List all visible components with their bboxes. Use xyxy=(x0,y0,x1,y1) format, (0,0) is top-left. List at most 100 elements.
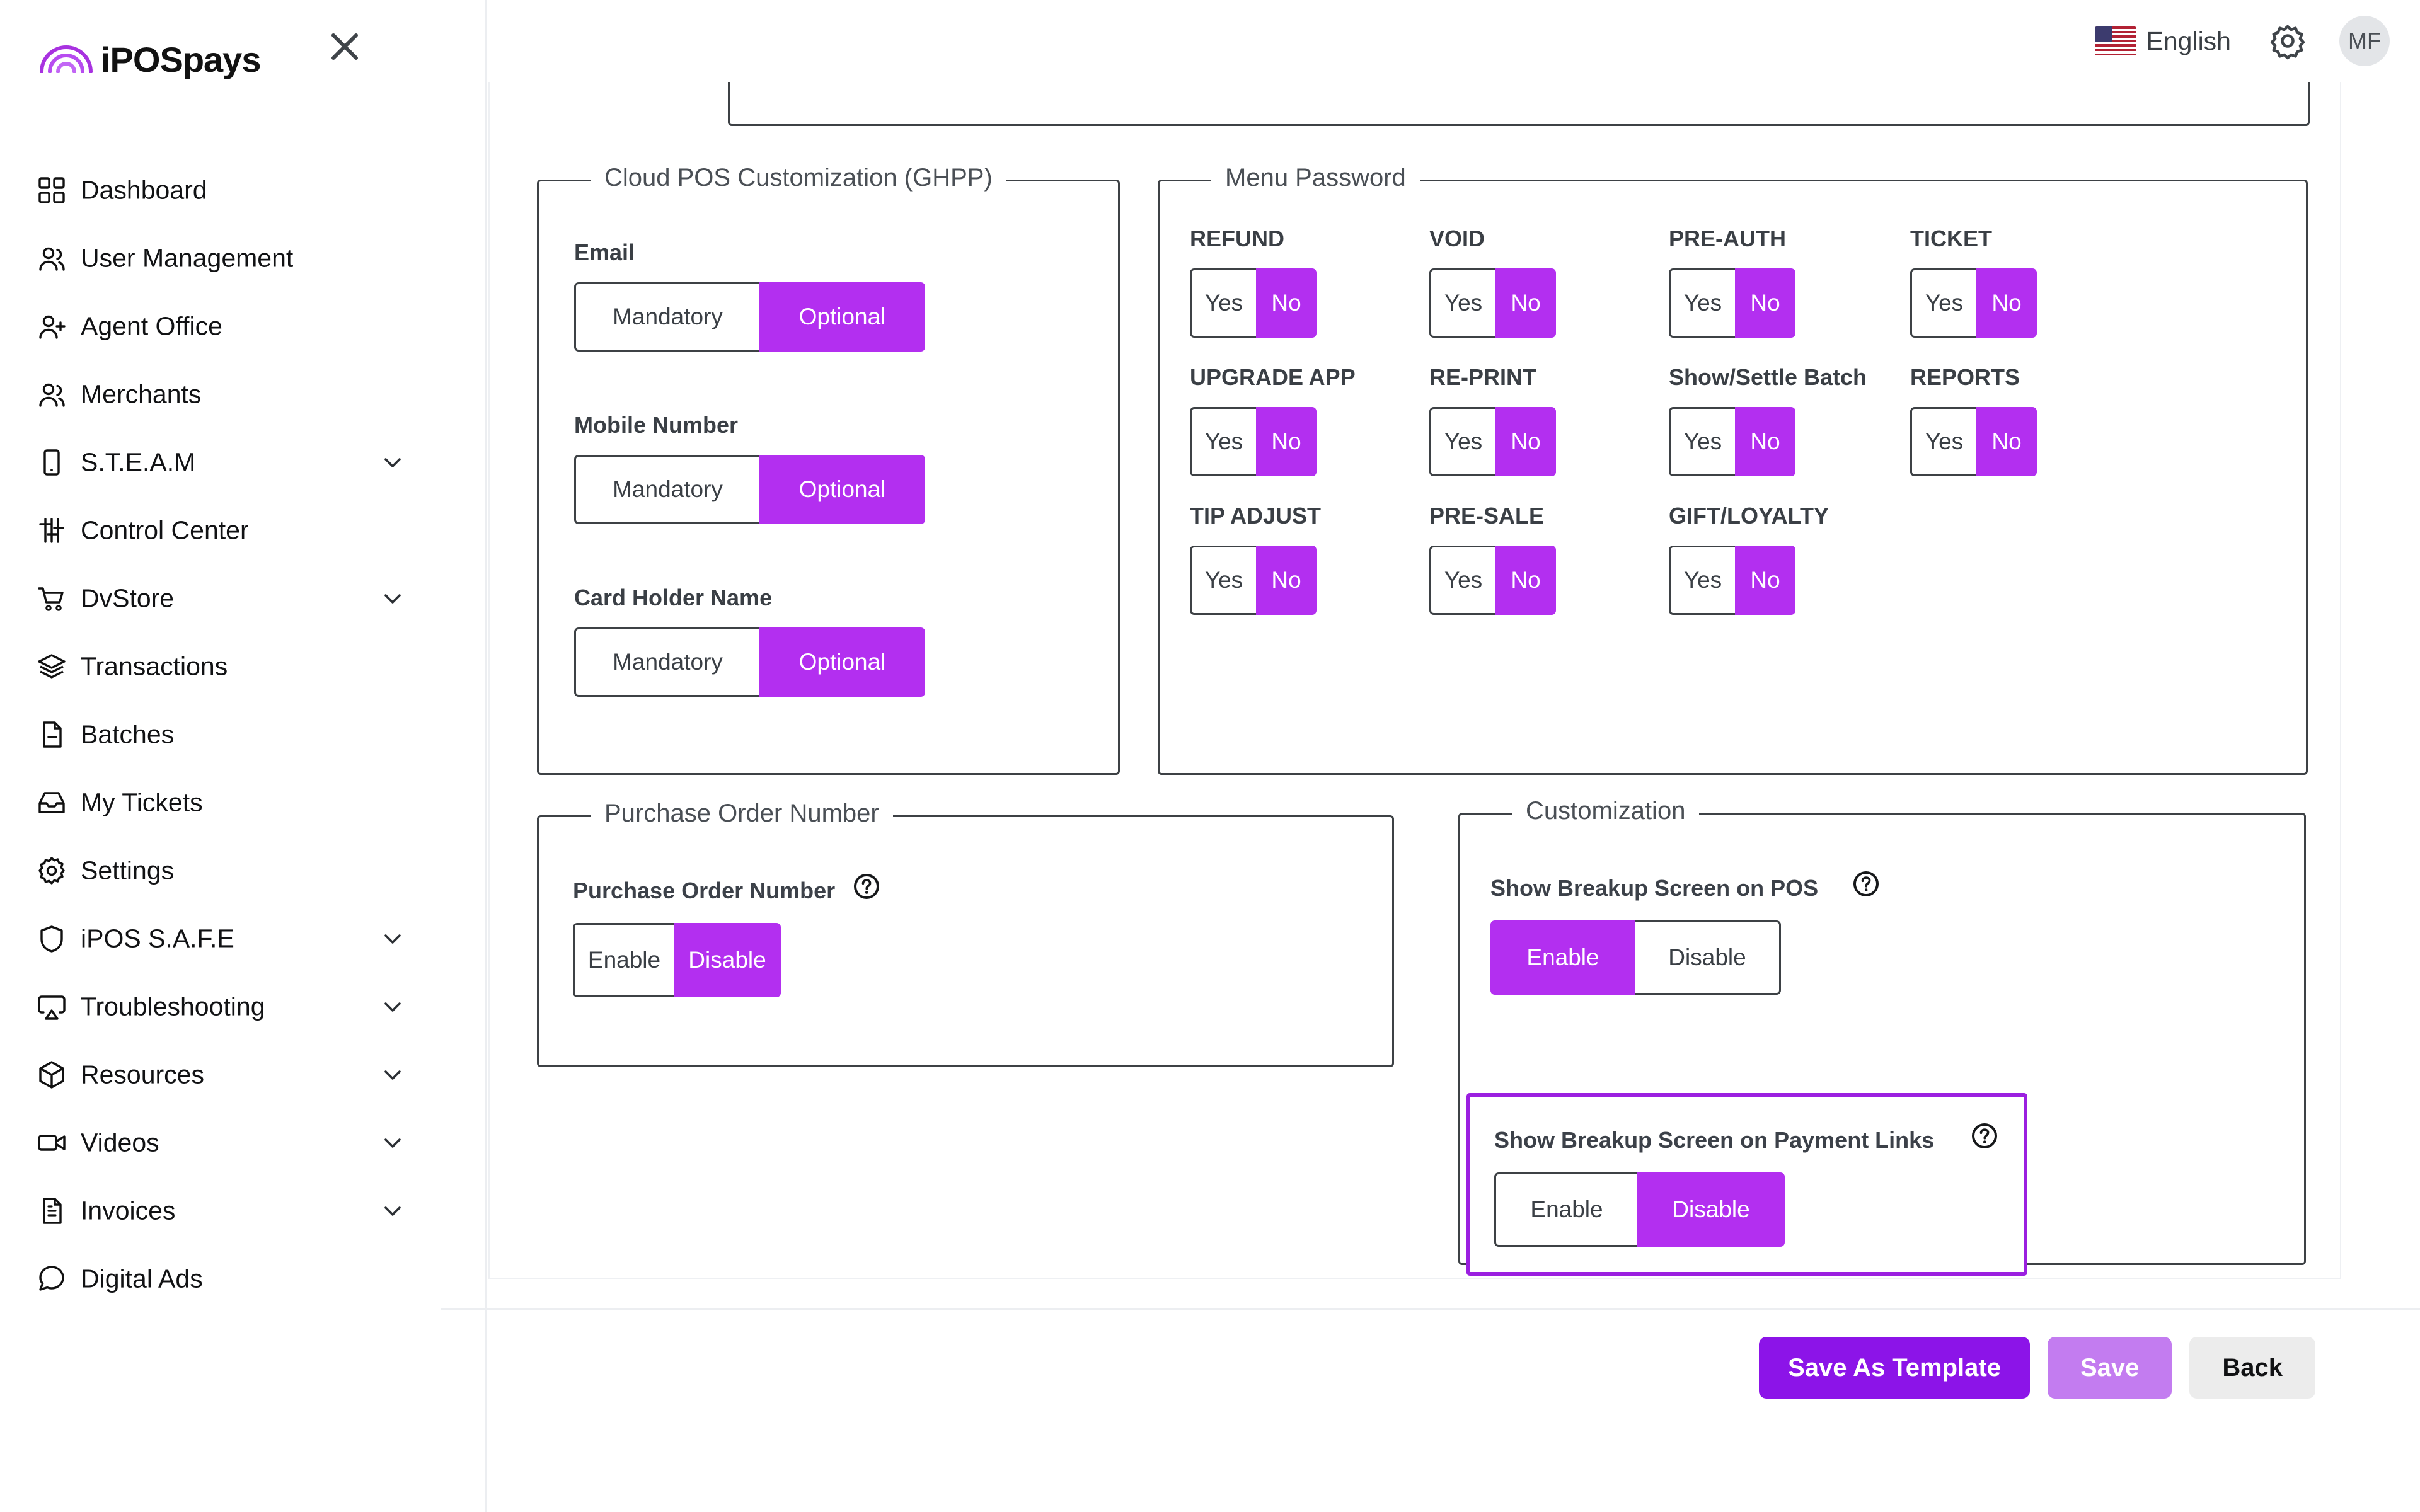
toggle-card-holder-name-optional[interactable]: Optional xyxy=(759,627,925,697)
toggle-mobile-number-optional[interactable]: Optional xyxy=(759,455,925,524)
brand-name: iPOSpays xyxy=(101,40,261,79)
toggle-re-print-no[interactable]: No xyxy=(1495,407,1556,476)
chevron-down-icon[interactable] xyxy=(381,450,405,474)
sidebar-item-videos[interactable]: Videos xyxy=(0,1109,487,1177)
sidebar-item-troubleshooting[interactable]: Troubleshooting xyxy=(0,973,487,1041)
toggle-mobile-number-mandatory[interactable]: Mandatory xyxy=(574,455,761,524)
chevron-down-icon[interactable] xyxy=(381,1199,405,1223)
cart-icon xyxy=(36,583,67,614)
group-title-purchase-order: Purchase Order Number xyxy=(591,799,893,828)
user-plus-icon xyxy=(36,311,67,342)
main-content-card: Cloud POS Customization (GHPP) Email Man… xyxy=(488,82,2341,1279)
save-as-template-button[interactable]: Save As Template xyxy=(1759,1337,2030,1399)
toggle-upgrade-app-no[interactable]: No xyxy=(1256,407,1317,476)
toggle-purchase-order-enable[interactable]: Enable xyxy=(573,923,676,997)
back-button[interactable]: Back xyxy=(2189,1337,2315,1399)
label-re-print: RE-PRINT xyxy=(1429,364,1536,390)
toggle-purchase-order-disable[interactable]: Disable xyxy=(674,923,781,997)
toggle-void-yes[interactable]: Yes xyxy=(1429,268,1497,338)
partial-panel-above xyxy=(728,82,2310,126)
help-circle-icon[interactable] xyxy=(853,873,880,900)
toggle-gift-loyalty-yes[interactable]: Yes xyxy=(1669,546,1737,615)
toggle-tip-adjust-no[interactable]: No xyxy=(1256,546,1317,615)
toggle-re-print-yes[interactable]: Yes xyxy=(1429,407,1497,476)
chevron-down-icon[interactable] xyxy=(381,1063,405,1087)
chevron-down-icon[interactable] xyxy=(381,587,405,610)
close-icon[interactable] xyxy=(325,26,365,67)
sidebar-item-control-center[interactable]: Control Center xyxy=(0,496,487,564)
sidebar-item-settings[interactable]: Settings xyxy=(0,837,487,905)
toggle-email-mandatory[interactable]: Mandatory xyxy=(574,282,761,352)
topbar: English MF xyxy=(1664,0,2420,82)
language-selector[interactable]: English xyxy=(2094,26,2231,56)
gear-icon[interactable] xyxy=(2267,21,2308,61)
sidebar-item-batches[interactable]: Batches xyxy=(0,701,487,769)
sidebar-item-label: Videos xyxy=(81,1128,159,1157)
label-void: VOID xyxy=(1429,226,1485,251)
gear-icon xyxy=(36,855,67,886)
toggle-breakup-links-disable[interactable]: Disable xyxy=(1637,1172,1785,1247)
toggle-breakup-links-enable[interactable]: Enable xyxy=(1494,1172,1639,1247)
toggle-upgrade-app-yes[interactable]: Yes xyxy=(1190,407,1258,476)
layers-icon xyxy=(36,651,67,682)
sidebar-item-invoices[interactable]: Invoices xyxy=(0,1177,487,1245)
sidebar-item-s-t-e-a-m[interactable]: S.T.E.A.M xyxy=(0,428,487,496)
label-reports: REPORTS xyxy=(1910,364,2020,390)
toggle-reports-yes[interactable]: Yes xyxy=(1910,407,1978,476)
chevron-down-icon[interactable] xyxy=(381,1131,405,1155)
sidebar-item-agent-office[interactable]: Agent Office xyxy=(0,292,487,360)
sidebar-item-dvstore[interactable]: DvStore xyxy=(0,564,487,633)
sidebar-item-ipos-s-a-f-e[interactable]: iPOS S.A.F.E xyxy=(0,905,487,973)
sidebar-item-resources[interactable]: Resources xyxy=(0,1041,487,1109)
toggle-refund-yes[interactable]: Yes xyxy=(1190,268,1258,338)
brand-row: iPOSpays xyxy=(0,0,487,107)
sidebar-item-label: S.T.E.A.M xyxy=(81,447,196,477)
toggle-ticket-yes[interactable]: Yes xyxy=(1910,268,1978,338)
sidebar-item-user-management[interactable]: User Management xyxy=(0,224,487,292)
label-upgrade-app: UPGRADE APP xyxy=(1190,364,1356,390)
toggle-show-settle-batch-yes[interactable]: Yes xyxy=(1669,407,1737,476)
toggle-pre-sale-yes[interactable]: Yes xyxy=(1429,546,1497,615)
toggle-refund-no[interactable]: No xyxy=(1256,268,1317,338)
sidebar-item-merchants[interactable]: Merchants xyxy=(0,360,487,428)
sidebar-item-transactions[interactable]: Transactions xyxy=(0,633,487,701)
toggle-pre-auth-yes[interactable]: Yes xyxy=(1669,268,1737,338)
toggle-breakup-pos-enable[interactable]: Enable xyxy=(1490,920,1635,995)
toggle-show-breakup-screen-pos: Enable Disable xyxy=(1490,920,1781,995)
save-button[interactable]: Save xyxy=(2047,1337,2172,1399)
help-circle-icon[interactable] xyxy=(1971,1122,1998,1150)
help-circle-icon[interactable] xyxy=(1852,870,1880,898)
toggle-gift-loyalty-no[interactable]: No xyxy=(1735,546,1795,615)
toggle-ticket-no[interactable]: No xyxy=(1976,268,2037,338)
toggle-reports-no[interactable]: No xyxy=(1976,407,2037,476)
toggle-email-optional[interactable]: Optional xyxy=(759,282,925,352)
chevron-down-icon[interactable] xyxy=(381,995,405,1019)
group-purchase-order-number: Purchase Order Number Purchase Order Num… xyxy=(537,799,1394,1067)
toggle-show-settle-batch-no[interactable]: No xyxy=(1735,407,1795,476)
toggle-card-holder-name-mandatory[interactable]: Mandatory xyxy=(574,627,761,697)
sidebar-item-digital-ads[interactable]: Digital Ads xyxy=(0,1245,487,1313)
toggle-tip-adjust-yes[interactable]: Yes xyxy=(1190,546,1258,615)
users-icon xyxy=(36,379,67,410)
toggle-show-breakup-screen-payment-links: Enable Disable xyxy=(1494,1172,1785,1247)
chevron-down-icon[interactable] xyxy=(381,927,405,951)
avatar[interactable]: MF xyxy=(2339,16,2390,66)
inbox-icon xyxy=(36,787,67,818)
airplay-icon xyxy=(36,991,67,1022)
sidebar-item-my-tickets[interactable]: My Tickets xyxy=(0,769,487,837)
toggle-pre-auth-no[interactable]: No xyxy=(1735,268,1795,338)
package-icon xyxy=(36,1059,67,1091)
sidebar-item-dashboard[interactable]: Dashboard xyxy=(0,156,487,224)
toggle-pre-sale-no[interactable]: No xyxy=(1495,546,1556,615)
toggle-breakup-pos-disable[interactable]: Disable xyxy=(1634,920,1781,995)
toggle-void-no[interactable]: No xyxy=(1495,268,1556,338)
